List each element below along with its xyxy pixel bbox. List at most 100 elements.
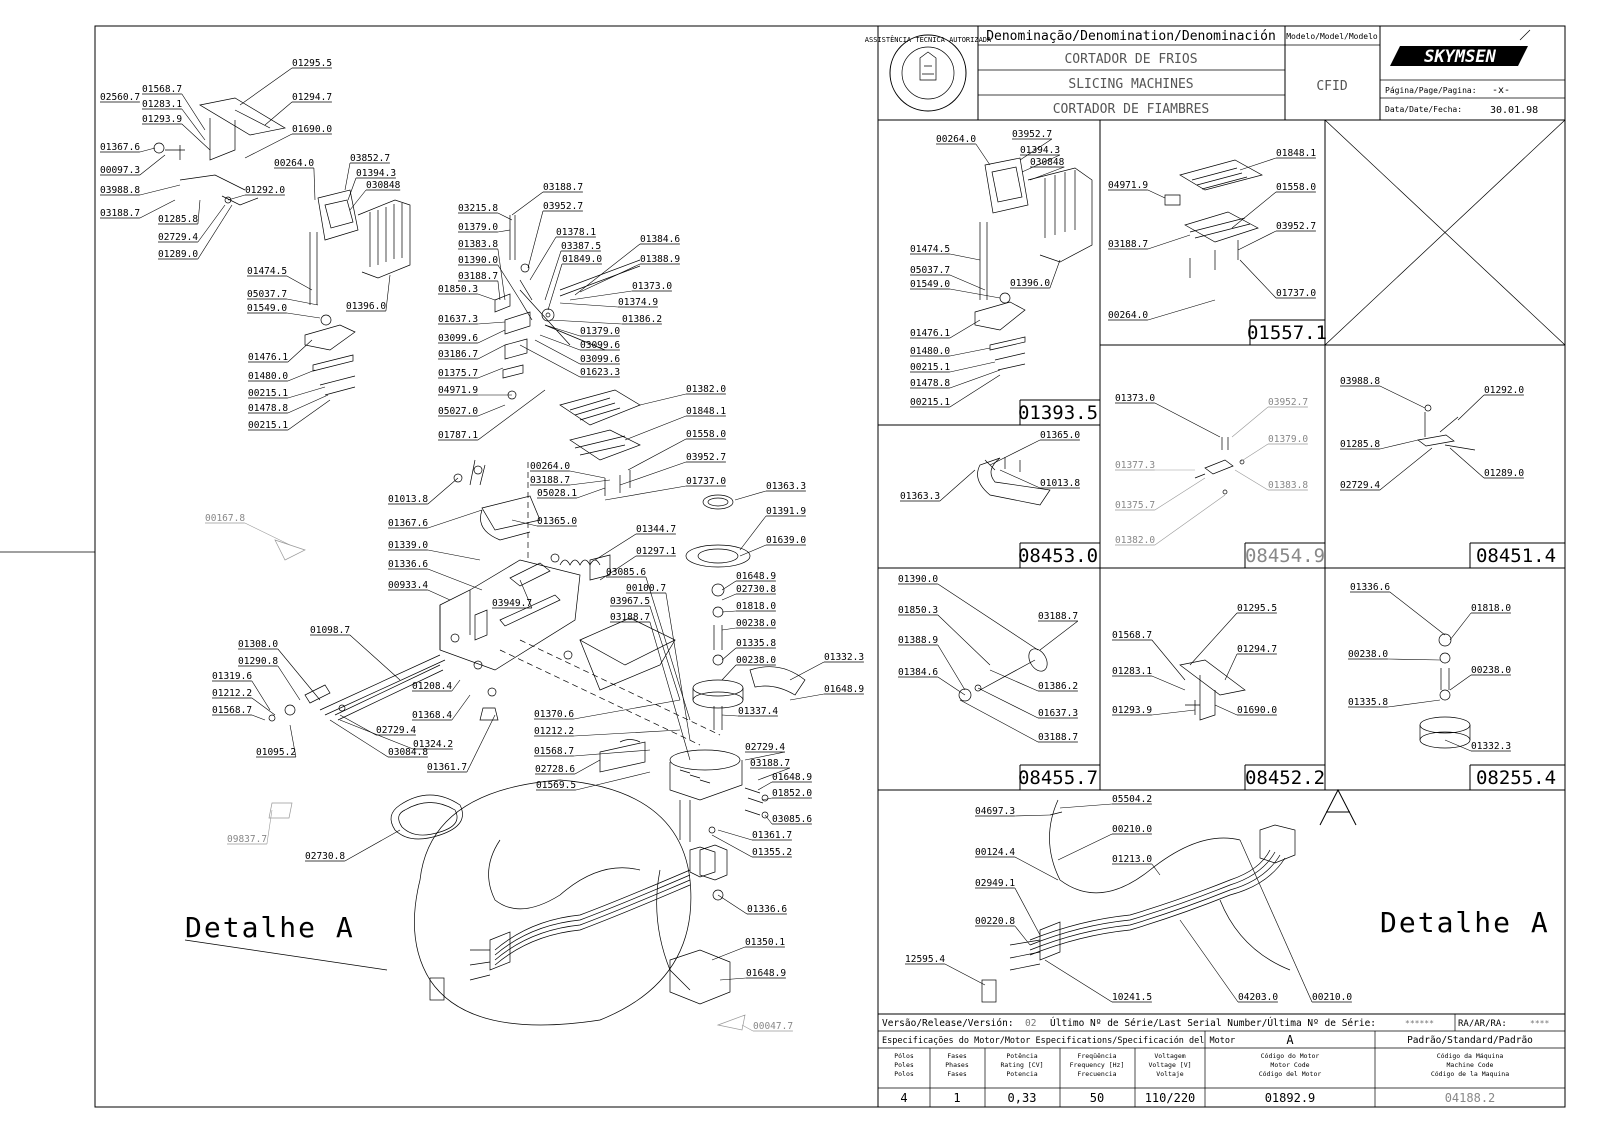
leader-line <box>264 101 293 126</box>
leader-line <box>344 162 351 191</box>
name-en: SLICING MACHINES <box>1068 77 1193 92</box>
leader-line <box>1214 704 1238 716</box>
panel-part-label: 01690.0 <box>1237 705 1277 716</box>
part-label: 05027.0 <box>438 406 478 417</box>
footer-column-head: Código de la Maquina <box>1431 1070 1509 1078</box>
model-value: CFID <box>1316 79 1347 94</box>
footer-column-heads: PólosPolesPolosFasesPhasesFasesPotênciaR… <box>894 1052 1509 1078</box>
ra-label: RA/AR/RA: <box>1458 1019 1507 1029</box>
leader-line <box>559 302 619 308</box>
leader-line <box>477 367 504 379</box>
panel-part-label: 00210.0 <box>1112 824 1152 835</box>
footer-value: 04188.2 <box>1445 1091 1496 1105</box>
panel-part-label-gray: 01383.8 <box>1268 480 1308 491</box>
part-label: 03188.7 <box>750 758 790 769</box>
part-label: 01336.6 <box>388 559 428 570</box>
footer-column-head: Machine Code <box>1447 1061 1494 1069</box>
leader-line <box>549 319 623 325</box>
leader-line <box>575 771 651 791</box>
code-08454: 08454.9 <box>1245 545 1325 567</box>
leader-line <box>1014 814 1051 817</box>
part-label: 01324.2 <box>413 739 453 750</box>
leader-line <box>1151 863 1161 876</box>
leader-line <box>349 634 401 681</box>
panel-part-label: 01384.6 <box>898 667 938 678</box>
leader-line <box>721 714 739 717</box>
leader-line <box>711 946 746 961</box>
leader-line <box>511 191 544 216</box>
leader-line <box>764 814 773 825</box>
leader-line <box>287 386 326 399</box>
footer-column-head: Motor Code <box>1270 1061 1309 1069</box>
part-label: 02728.6 <box>535 764 575 775</box>
panel-part-label: 00238.0 <box>1471 665 1511 676</box>
part-label: 01370.6 <box>534 709 574 720</box>
seal-arc-text: ASSISTÊNCIA TÉCNICA AUTORIZADA <box>865 35 992 44</box>
leader-line <box>289 724 297 758</box>
name-es: CORTADOR DE FIAMBRES <box>1053 102 1210 117</box>
leader-line <box>477 404 506 417</box>
leader-line <box>949 374 1001 408</box>
leader-line <box>1151 675 1186 691</box>
leader-line <box>1231 191 1277 229</box>
leader-line <box>569 479 611 486</box>
leader-line <box>999 469 1041 489</box>
leader-line <box>734 490 767 501</box>
part-label: 03188.7 <box>543 182 583 193</box>
part-label: 01297.1 <box>636 546 676 557</box>
part-label: 01639.0 <box>766 535 806 546</box>
footer-block: Versão/Release/Versión: 02 Último Nº de … <box>882 1017 1549 1105</box>
part-label: 01474.5 <box>247 266 287 277</box>
leader-line <box>949 369 1001 389</box>
skymsen-logo <box>1390 29 1531 66</box>
leader-line <box>1449 612 1472 641</box>
leader-line <box>573 749 651 757</box>
code-08455: 08455.7 <box>1018 767 1098 789</box>
panel-part-label: 01373.0 <box>1115 393 1155 404</box>
leader-line <box>1154 477 1206 511</box>
leader-line <box>547 263 563 311</box>
panel-part-label: 00264.0 <box>936 134 976 145</box>
panel-part-label: 01335.8 <box>1348 697 1388 708</box>
part-label: 03099.6 <box>438 333 478 344</box>
leader-line <box>244 522 291 546</box>
part-label: 030848 <box>366 180 401 191</box>
leader-line <box>721 647 737 661</box>
leader-line <box>1231 406 1269 438</box>
panel-part-label: 01558.0 <box>1276 182 1316 193</box>
leader-line <box>975 143 991 166</box>
part-label: 01390.0 <box>458 255 498 266</box>
leader-line <box>717 894 748 915</box>
part-label: 03952.7 <box>686 452 726 463</box>
detail-a-title-main: Detalhe A <box>185 911 355 944</box>
panel-part-label: 01295.5 <box>1237 603 1277 614</box>
leader-line <box>573 729 681 737</box>
leader-line <box>197 204 226 243</box>
leader-line <box>344 829 401 862</box>
serial-value: ****** <box>1405 1019 1434 1028</box>
footer-column-head: Rating [CV] <box>1000 1061 1043 1069</box>
part-label: 01386.2 <box>622 314 662 325</box>
part-label: 01361.7 <box>427 762 467 773</box>
footer-column-head: Polos <box>894 1070 914 1078</box>
footer-column-head: Fases <box>947 1070 967 1078</box>
serial-label: Último Nº de Série/Last Serial Number/Úl… <box>1050 1017 1376 1029</box>
leader-line <box>347 177 357 201</box>
leader-line <box>266 809 273 845</box>
part-label: 01379.0 <box>580 326 620 337</box>
part-label: 01382.0 <box>686 384 726 395</box>
panel-part-label: 01013.8 <box>1040 478 1080 489</box>
leader-line <box>1387 658 1441 661</box>
part-label: 01295.5 <box>292 58 332 69</box>
part-label: 01374.9 <box>618 297 658 308</box>
code-08452: 08452.2 <box>1245 767 1325 789</box>
page-value: -x- <box>1492 85 1510 96</box>
footer-column-head: Phases <box>945 1061 969 1069</box>
leader-line <box>511 519 538 527</box>
leader-line <box>789 661 825 681</box>
leader-line <box>1049 259 1061 289</box>
part-label: 03387.5 <box>561 241 601 252</box>
part-label: 03188.7 <box>100 208 140 219</box>
part-label: 03952.7 <box>543 201 583 212</box>
part-label: 02729.4 <box>158 232 198 243</box>
